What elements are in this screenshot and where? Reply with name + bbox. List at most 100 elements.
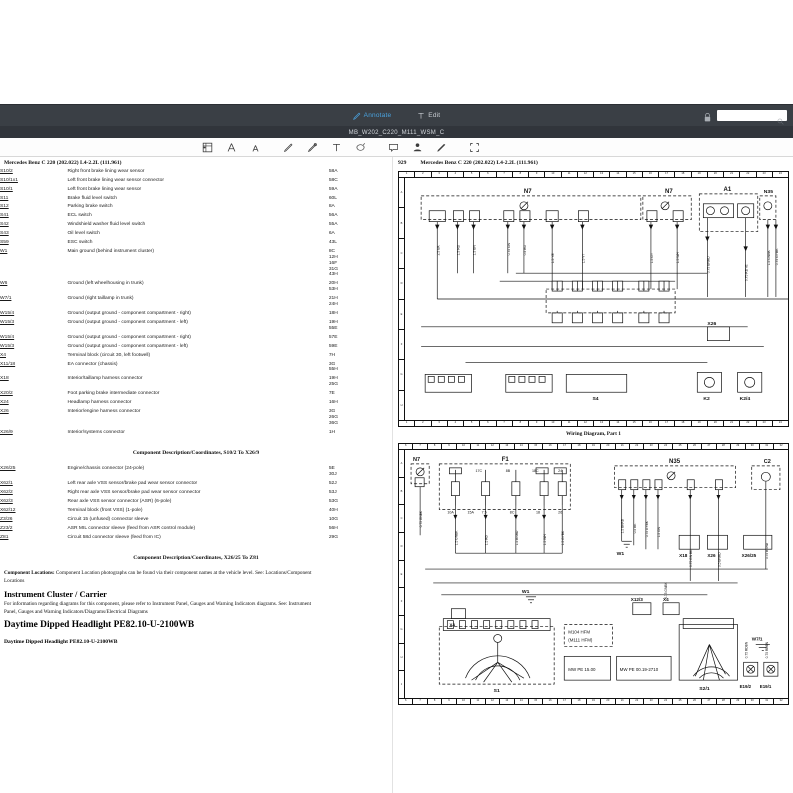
window-chrome: Annotate Edit — [0, 104, 793, 139]
component-desc: Ground (right taillamp in trunk) — [67, 296, 134, 302]
ruler-tick: 19 — [587, 444, 602, 449]
subheading-daytime-headlight: Daytime Dipped Headlight PE82.10-U-2100W… — [4, 638, 118, 645]
tab-annotate[interactable]: Annotate — [349, 110, 396, 122]
ruler-tick: 20 — [601, 699, 616, 704]
component-table-2-caption: Component Description/Coordinates, X26/2… — [133, 555, 259, 562]
component-code: S43 — [0, 231, 9, 237]
component-code: S12 — [0, 204, 9, 210]
svg-text:24: 24 — [558, 469, 562, 473]
pencil-icon[interactable] — [282, 141, 295, 154]
page-layout-icon[interactable] — [201, 141, 214, 154]
ruler-tick: 24 — [659, 699, 674, 704]
ruler-tick: 16 — [543, 699, 558, 704]
component-desc: Ground (output ground - component compar… — [67, 343, 188, 349]
marker-icon[interactable] — [435, 141, 448, 154]
component-loc: 56H — [328, 526, 338, 532]
ruler-tick: 7 — [413, 699, 428, 704]
component-code: Z3/26 — [0, 517, 13, 523]
ruler-tick: E — [399, 300, 404, 330]
ruler-tick: 14 — [610, 421, 627, 426]
component-loc: 3G 55H — [328, 361, 338, 373]
svg-text:X18: X18 — [679, 553, 688, 558]
ruler-tick: 14 — [515, 444, 529, 449]
ruler-tick: 11 — [562, 172, 578, 177]
ruler-tick: 16 — [643, 172, 659, 177]
page-right[interactable]: 929 Mercedes Benz C 220 (202.022) L4-2.2… — [394, 157, 793, 793]
stamp-icon[interactable] — [411, 141, 424, 154]
ruler-tick: 21 — [616, 444, 630, 449]
ruler-tick: 11 — [562, 421, 578, 426]
svg-text:X26: X26 — [707, 553, 716, 558]
component-code: W7/1 — [0, 296, 12, 302]
page-left[interactable]: Mercedes Benz C 220 (202.022) L4-2.2L (1… — [0, 157, 392, 793]
ruler-tick: 22 — [740, 421, 757, 426]
ruler-tick: 3 — [432, 421, 448, 426]
right-page-header: 929 Mercedes Benz C 220 (202.022) L4-2.2… — [394, 157, 793, 167]
component-loc: 16H — [328, 400, 338, 405]
table-row: S10/2 Right front brake lining wear senso… — [0, 167, 392, 176]
ruler-tick: 2 — [415, 421, 432, 426]
component-code: S10/2 — [0, 168, 13, 174]
text-tool-icon[interactable] — [330, 141, 343, 154]
component-loc: 60L — [328, 195, 337, 201]
component-loc: 7E — [328, 391, 335, 397]
ruler-tick: 13 — [594, 172, 611, 177]
search-icon — [777, 112, 784, 125]
ruler-tick: 12 — [578, 421, 594, 426]
tab-edit[interactable]: Edit — [413, 110, 444, 122]
ruler-tick: 11 — [471, 444, 486, 449]
component-code: W15/3 — [0, 319, 15, 325]
ruler-tick: 29 — [731, 699, 746, 704]
lock-icon[interactable] — [703, 110, 712, 122]
svg-text:0.75 BKRD: 0.75 BKRD — [765, 542, 769, 559]
search-input[interactable] — [717, 116, 787, 128]
ruler-tick: C — [399, 239, 404, 270]
component-loc: 6A — [328, 231, 335, 237]
annotation-toolbar — [0, 138, 793, 157]
component-desc: Ground (output ground - component compar… — [67, 319, 188, 325]
ruler-tick: 9 — [529, 421, 546, 426]
ruler-tick: 17 — [659, 421, 676, 426]
search-box[interactable] — [717, 110, 787, 128]
component-desc: Right front brake lining wear sensor — [67, 168, 145, 174]
component-desc: ASR MIL connector sleeve (feed from ASR … — [67, 526, 196, 532]
component-loc: 57E — [328, 334, 338, 340]
component-code: X18 — [0, 376, 9, 382]
component-desc: Terminal block (front VSS) (1-pole) — [67, 508, 143, 514]
component-code: Z23/2 — [0, 526, 13, 532]
ruler-tick: 9 — [442, 444, 457, 449]
svg-text:W1: W1 — [617, 551, 625, 557]
font-decrease-icon[interactable] — [249, 141, 262, 154]
ruler-tick: D — [399, 533, 404, 561]
fullscreen-icon[interactable] — [468, 141, 481, 154]
component-desc: EA connector (chassis) — [67, 361, 118, 367]
ruler-tick: 17 — [558, 699, 573, 704]
ruler-tick: 26 — [688, 699, 703, 704]
font-increase-icon[interactable] — [225, 141, 238, 154]
ruler-tick: 1 — [399, 172, 416, 177]
highlighter-icon[interactable] — [306, 141, 319, 154]
ruler-tick: 8 — [513, 172, 529, 177]
comment-icon[interactable] — [387, 141, 400, 154]
eraser-icon[interactable] — [354, 141, 367, 154]
component-desc: ECL switch — [67, 213, 92, 219]
ruler-tick: 9 — [529, 172, 546, 177]
diagram2-canvas: N7 F1 — [405, 450, 788, 698]
component-desc: Ground (output ground - component compar… — [67, 310, 191, 316]
ruler-tick: 10 — [545, 172, 562, 177]
svg-text:0.5 BK: 0.5 BK — [633, 523, 637, 534]
component-code: X26/25 — [0, 466, 16, 472]
left-page-notes: Component Locations: Component Location … — [0, 570, 392, 644]
